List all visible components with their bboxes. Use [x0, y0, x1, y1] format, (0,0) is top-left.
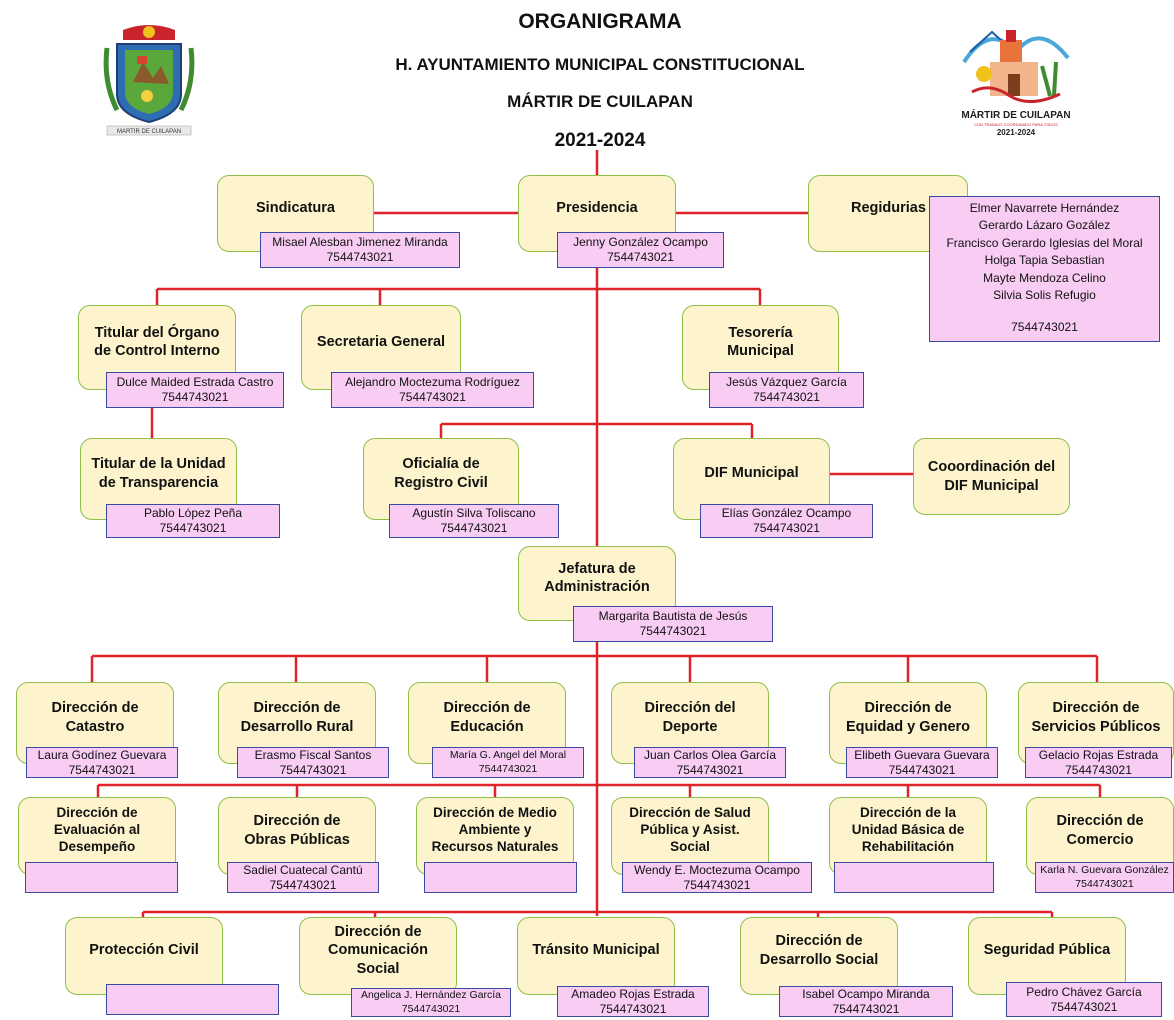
holder-name: Isabel Ocampo Miranda: [802, 986, 930, 1001]
label-regidurias: Elmer Navarrete Hernández Gerardo Lázaro…: [929, 196, 1160, 342]
holder-phone: 7544743021: [683, 877, 751, 892]
label-medio-ambiente: [424, 862, 577, 893]
holder-name: Wendy E. Moctezuma Ocampo: [634, 862, 800, 877]
holder-phone: 7544743021: [607, 250, 674, 264]
label-registro-civil: Agustín Silva Toliscano 7544743021: [389, 504, 559, 538]
label-educacion: María G. Angel del Moral 7544743021: [432, 747, 584, 778]
holder-name: Sadiel Cuatecal Cantú: [243, 862, 363, 877]
regidor-name: Elmer Navarrete Hernández: [969, 201, 1120, 215]
label-seguridad: Pedro Chávez García 7544743021: [1006, 982, 1162, 1017]
label-desarrollo-rural: Erasmo Fiscal Santos 7544743021: [237, 747, 389, 778]
holder-phone: 7544743021: [68, 762, 136, 777]
coat-of-arms-icon: MARTIR DE CUILAPAN: [103, 25, 195, 136]
holder-phone: 7544743021: [326, 250, 394, 264]
municipality-name: MÁRTIR DE CUILAPAN: [507, 92, 693, 111]
right-logo-tagline: CON TRABAJO COORDINADO PARA TODOS: [974, 122, 1058, 127]
label-comunicacion: Angelica J. Hernández García 7544743021: [351, 988, 511, 1017]
label-comercio: Karla N. Guevara González 7544743021: [1035, 862, 1174, 893]
holder-name: Dulce Maided Estrada Castro: [116, 375, 274, 389]
holder-phone: 7544743021: [440, 521, 508, 535]
label-servicios: Gelacio Rojas Estrada 7544743021: [1025, 747, 1172, 778]
holder-name: Elías González Ocampo: [721, 506, 852, 520]
label-deporte: Juan Carlos Olea García 7544743021: [634, 747, 786, 778]
label-ubr: [834, 862, 994, 893]
holder-name: Pablo López Peña: [143, 506, 243, 520]
holder-name: Amadeo Rojas Estrada: [571, 986, 695, 1001]
label-administracion: Margarita Bautista de Jesús 7544743021: [573, 606, 773, 642]
label-tesoreria: Jesús Vázquez García 7544743021: [709, 372, 864, 408]
holder-name: Alejandro Moctezuma Rodríguez: [345, 375, 520, 389]
holder-phone: 7544743021: [161, 390, 229, 404]
holder-phone: 7544743021: [599, 1001, 667, 1016]
holder-phone: 7544743021: [888, 762, 956, 777]
node-desarrollo-social: Dirección de Desarrollo Social: [740, 917, 898, 995]
holder-phone: 7544743021: [1011, 320, 1078, 335]
label-transito: Amadeo Rojas Estrada 7544743021: [557, 986, 709, 1017]
holder-name: Jesús Vázquez García: [726, 375, 847, 389]
node-proteccion-civil: Protección Civil: [65, 917, 223, 995]
holder-name: Angelica J. Hernández García: [360, 989, 502, 1002]
label-control-interno: Dulce Maided Estrada Castro 7544743021: [106, 372, 284, 408]
chart-title: ORGANIGRAMA: [518, 10, 682, 33]
holder-phone: 7544743021: [676, 762, 744, 777]
node-comunicacion: Dirección de Comunicación Social: [299, 917, 457, 995]
holder-phone: 7544743021: [279, 762, 347, 777]
label-obras: Sadiel Cuatecal Cantú 7544743021: [227, 862, 379, 893]
holder-phone: 7544743021: [753, 521, 820, 535]
label-equidad: Elibeth Guevara Guevara 7544743021: [846, 747, 998, 778]
regidor-name: Mayte Mendoza Celino: [983, 270, 1106, 285]
holder-phone: 7544743021: [269, 877, 337, 892]
regidor-name: Gerardo Lázaro Gozález: [978, 218, 1111, 233]
right-logo-name: MÁRTIR DE CUILAPAN: [961, 108, 1070, 121]
label-proteccion-civil: [106, 984, 279, 1015]
holder-name: Karla N. Guevara González: [1040, 864, 1169, 877]
holder-name: Pedro Chávez García: [1026, 984, 1142, 999]
holder-phone: 7544743021: [401, 1002, 461, 1015]
holder-name: Erasmo Fiscal Santos: [254, 747, 372, 762]
holder-phone: 7544743021: [753, 390, 820, 404]
holder-name: Laura Godínez Guevara: [37, 747, 167, 762]
label-salud: Wendy E. Moctezuma Ocampo 7544743021: [622, 862, 812, 893]
label-dif: Elías González Ocampo 7544743021: [700, 504, 873, 538]
right-logo-period: 2021-2024: [997, 128, 1036, 137]
holder-phone: 7544743021: [1075, 877, 1134, 890]
label-sindicatura: Misael Alesban Jimenez Miranda 754474302…: [260, 232, 460, 268]
holder-name: Agustín Silva Toliscano: [412, 506, 536, 520]
node-transito: Tránsito Municipal: [517, 917, 675, 995]
holder-phone: 7544743021: [639, 624, 707, 638]
holder-name: Gelacio Rojas Estrada: [1038, 747, 1159, 762]
label-secretaria: Alejandro Moctezuma Rodríguez 7544743021: [331, 372, 534, 408]
label-transparencia: Pablo López Peña 7544743021: [106, 504, 280, 538]
holder-phone: 7544743021: [1065, 762, 1132, 777]
label-desarrollo-social: Isabel Ocampo Miranda 7544743021: [779, 986, 953, 1017]
holder-name: Juan Carlos Olea García: [643, 747, 777, 762]
holder-phone: 7544743021: [399, 390, 466, 404]
holder-phone: 7544743021: [832, 1001, 900, 1016]
holder-phone: 7544743021: [478, 762, 538, 775]
holder-name: Misael Alesban Jimenez Miranda: [272, 235, 448, 249]
period-label: 2021-2024: [554, 130, 646, 151]
holder-phone: 7544743021: [159, 521, 227, 535]
node-coordinacion-dif: Cooordinación del DIF Municipal: [913, 438, 1070, 515]
label-presidencia: Jenny González Ocampo 7544743021: [557, 232, 724, 268]
holder-name: Elibeth Guevara Guevara: [854, 747, 990, 762]
label-catastro: Laura Godínez Guevara 7544743021: [26, 747, 178, 778]
regidor-name: Silvia Solis Refugio: [993, 287, 1096, 302]
holder-name: María G. Angel del Moral: [449, 749, 567, 762]
label-evaluacion: [25, 862, 178, 893]
holder-phone: 7544743021: [1050, 999, 1118, 1014]
municipal-logo-icon: MÁRTIR DE CUILAPAN CON TRABAJO COORDINAD…: [961, 30, 1071, 137]
regidor-name: Francisco Gerardo Iglesias del Moral: [946, 235, 1143, 250]
chart-subtitle: H. AYUNTAMIENTO MUNICIPAL CONSTITUCIONAL: [395, 55, 805, 74]
regidor-name: Holga Tapia Sebastian: [984, 253, 1105, 268]
holder-name: Jenny González Ocampo: [573, 235, 708, 249]
left-logo-text: MARTIR DE CUILAPAN: [117, 129, 181, 135]
holder-name: Margarita Bautista de Jesús: [598, 609, 748, 623]
